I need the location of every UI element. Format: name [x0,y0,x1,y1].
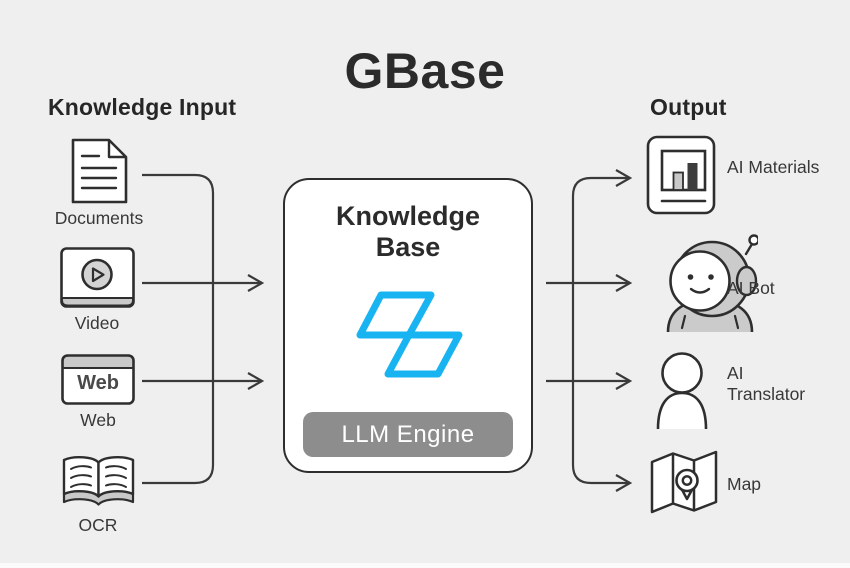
arrow-output-trunk [571,176,630,485]
map-icon [650,450,718,514]
output-item-label: AI Translator [727,363,806,404]
arrowhead [615,274,633,292]
browser-window-icon-text: Web [77,372,119,394]
arrowhead [615,169,633,187]
arrowhead [615,372,633,390]
output-item-label: Map [727,474,762,494]
page-title: GBase [344,43,506,99]
bar-chart-icon [646,135,716,215]
arrow-documents-ocr-trunk [142,173,215,485]
llm-engine-badge: LLM Engine [303,412,513,457]
gbase-logo [356,291,463,378]
open-book-icon [62,456,135,506]
arrowhead [247,274,265,292]
person-icon [656,352,708,429]
arrowhead [615,474,633,492]
browser-window-icon [61,354,135,405]
document-icon [71,138,128,204]
output-section-heading: Output [650,94,727,120]
output-item-label: AI Materials [727,157,820,177]
bottom-edge-strip [0,563,850,568]
output-item-label: AI Bot [727,278,775,298]
input-item-label: Web [80,410,116,430]
arrowhead [247,372,265,390]
input-item-label: Video [74,313,120,333]
robot-icon [666,234,758,332]
input-section-heading: Knowledge Input [48,94,237,120]
input-item-label: Documents [54,208,144,228]
knowledge-base-title: Knowledge Base [335,201,480,262]
video-player-icon [60,247,135,308]
input-item-label: OCR [78,515,118,535]
